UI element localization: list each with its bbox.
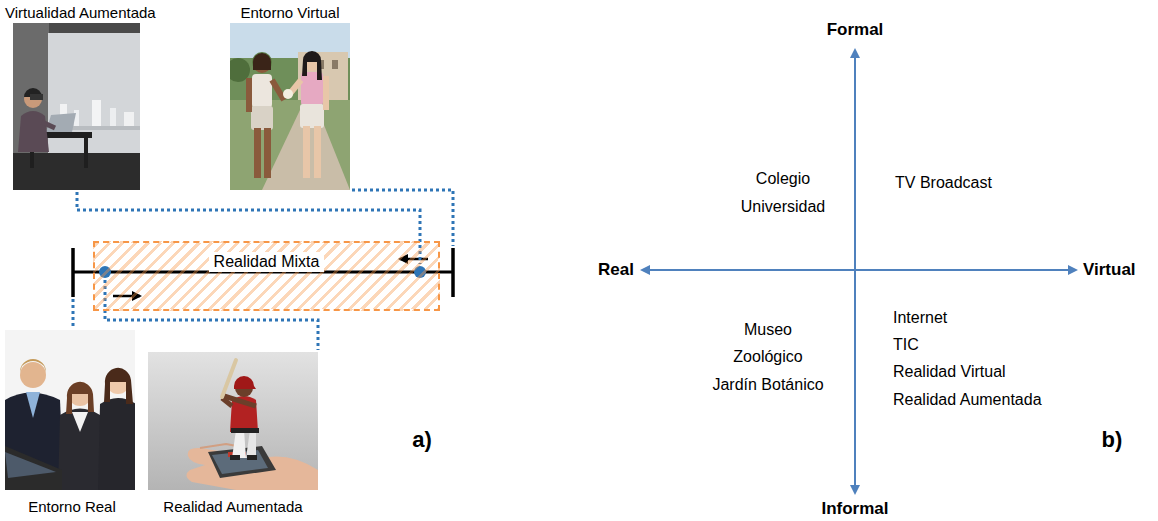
quadrant-item: TIC [893,335,919,354]
quadrant-item: Realidad Virtual [893,362,1006,381]
axis-label: Virtual [1083,260,1136,280]
quadrant-item: Internet [893,308,947,327]
quadrant-item: Zoológico [733,347,802,366]
axis-label: Real [598,260,634,280]
quadrant-item: Realidad Aumentada [893,390,1042,409]
photo-caption: Entorno Virtual [241,4,340,22]
panel-letter: a) [412,427,432,453]
leader-lines [73,190,453,350]
quadrant-item: Universidad [741,197,825,216]
axis-label: Formal [827,20,884,40]
photo-caption: Virtualidad Aumentada [5,4,156,22]
node-label: Realidad Mixta [209,252,325,272]
photo-real-environment [5,330,135,490]
quadrant-item: TV Broadcast [895,173,992,192]
photo-augmented-virtuality [13,23,140,190]
photo-caption: Entorno Real [28,498,116,516]
mixed-reality-band: Realidad Mixta [93,241,440,311]
photo-augmented-reality [148,352,318,490]
panel-letter: b) [1102,427,1123,453]
quadrant-item: Jardín Botánico [712,375,823,394]
axis-label: Informal [821,499,888,519]
quadrant-item: Museo [744,320,792,339]
quadrant-item: Colegio [756,169,810,188]
photo-caption: Realidad Aumentada [163,498,302,516]
quadrant-axes [642,50,1076,493]
photo-virtual-environment [230,23,350,190]
